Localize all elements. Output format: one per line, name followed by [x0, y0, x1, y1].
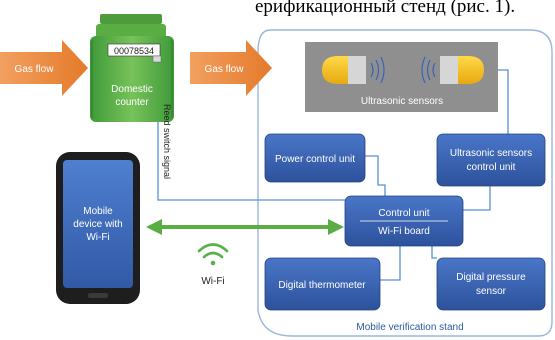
- power-control-unit-block: Power control unit: [264, 133, 366, 183]
- pressure-line2: sensor: [476, 286, 507, 297]
- gas-flow-left-label: Gas flow: [15, 64, 55, 75]
- ultrasonic-control-unit-block: Ultrasonic sensors control unit: [436, 133, 546, 187]
- gas-flow-arrow-right: Gas flow: [190, 40, 272, 96]
- stand-label: Mobile verification stand: [356, 322, 463, 333]
- ultrasonic-control-line1: Ultrasonic sensors: [450, 148, 532, 159]
- ultrasonic-sensors-label: Ultrasonic sensors: [361, 96, 443, 107]
- ultrasonic-control-line2: control unit: [467, 162, 516, 173]
- ultrasonic-sensor-right: [440, 56, 484, 84]
- domestic-counter: 00078534 Domestic counter: [90, 14, 174, 122]
- control-unit-block: Control unit Wi-Fi board: [344, 195, 464, 247]
- wifi-link-arrow: [146, 219, 344, 235]
- meter-label-line1: Domestic: [111, 84, 153, 95]
- ultrasonic-waves-icon: [370, 56, 436, 84]
- mobile-device-line2: device with: [73, 219, 122, 230]
- stand-border: [257, 29, 553, 337]
- thermo-wire: [380, 246, 401, 281]
- power-wire: [365, 155, 386, 196]
- gas-flow-right-label: Gas flow: [205, 64, 245, 75]
- gas-flow-arrow-left: Gas flow: [0, 40, 88, 96]
- mobile-device-line1: Mobile: [83, 206, 113, 217]
- wifi-label: Wi-Fi: [201, 276, 224, 287]
- control-unit-line2: Wi-Fi board: [378, 226, 430, 237]
- mobile-device: Mobile device with Wi-Fi: [56, 152, 140, 304]
- pressure-wire: [431, 246, 437, 259]
- control-unit-line1: Control unit: [378, 208, 429, 219]
- caption-text: ерификационный стенд (рис. 1).: [255, 0, 515, 17]
- wifi-icon: [197, 243, 229, 266]
- pressure-line1: Digital pressure: [456, 272, 526, 283]
- meter-reading: 00078534: [114, 46, 154, 56]
- digital-pressure-sensor-block: Digital pressure sensor: [436, 257, 546, 311]
- ultrasonic-sensor-left: [322, 56, 366, 84]
- power-control-unit-label: Power control unit: [275, 154, 355, 165]
- digital-thermometer-block: Digital thermometer: [264, 257, 381, 311]
- sensor-wire: [495, 69, 509, 134]
- ultrasonic-sensors-panel: Ultrasonic sensors: [305, 42, 498, 112]
- digital-thermometer-label: Digital thermometer: [278, 280, 366, 291]
- us-control-wire: [462, 186, 491, 211]
- mobile-device-line3: Wi-Fi: [86, 232, 109, 243]
- reed-switch-label: Reed switch signal: [162, 104, 172, 179]
- meter-label-line2: counter: [115, 97, 149, 108]
